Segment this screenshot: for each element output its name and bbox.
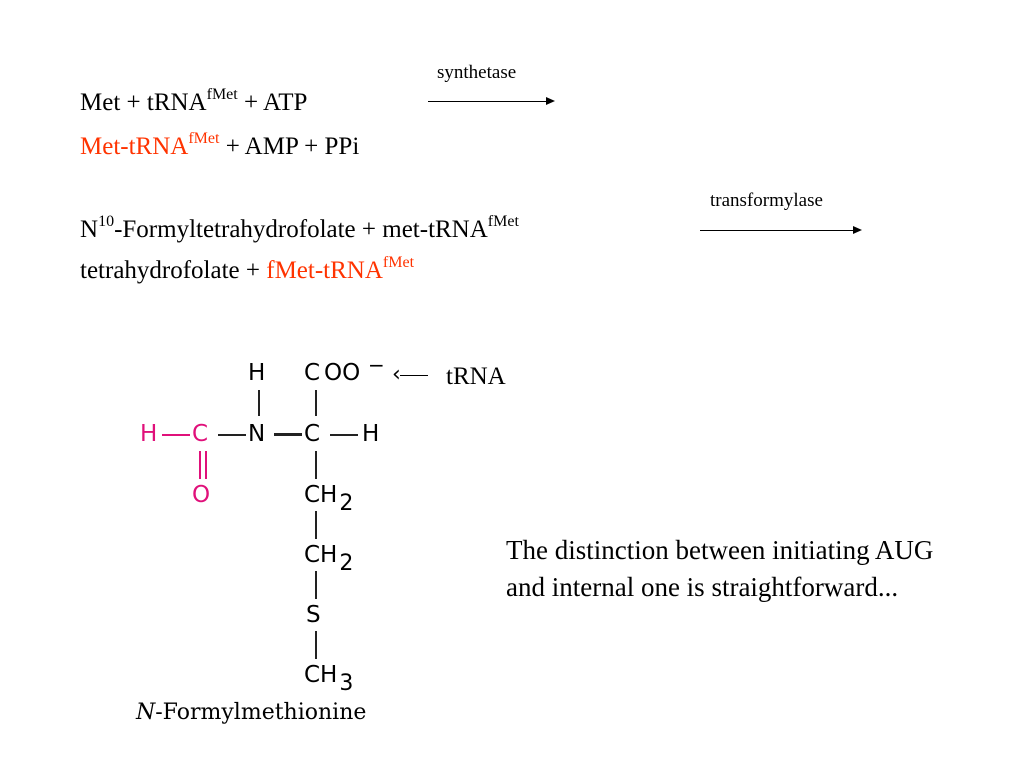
atom-h-alpha: H: [362, 421, 380, 447]
reaction1-reactants: Met + tRNA: [80, 89, 207, 116]
met-trna-product: Met-tRNA: [80, 133, 189, 160]
n10-superscript: 10: [98, 213, 115, 230]
ch3-subscript: 3: [339, 671, 354, 696]
atom-c-alpha: C: [304, 421, 321, 447]
atom-o-formyl: O: [192, 482, 211, 508]
transformylase-arrow-line: [700, 230, 853, 231]
synthetase-arrowhead-icon: [546, 97, 555, 105]
atom-ch3: CH3: [304, 662, 353, 696]
bond-co-double-1: [199, 451, 201, 479]
bond-co-double-2: [205, 451, 207, 479]
reaction2-reactants: -Formyltetrahydrofolate + met-tRNA: [114, 216, 488, 243]
fmet-superscript: fMet: [382, 254, 415, 271]
bond-ch2-s: [315, 571, 317, 599]
transformylase-label: transformylase: [710, 190, 823, 211]
ch2-1-subscript: 2: [339, 491, 354, 516]
trna-arrowhead-icon: ‹: [392, 362, 401, 387]
ch2-1-letters: CH: [304, 482, 338, 508]
trna-label: tRNA: [446, 363, 506, 390]
fmet-superscript: fMet: [487, 213, 519, 230]
n-symbol: N: [80, 216, 99, 243]
reaction2-thf: tetrahydrofolate +: [80, 257, 267, 284]
fmet-superscript: fMet: [206, 86, 238, 103]
synthetase-label: synthetase: [437, 62, 517, 83]
atom-ch2-2: CH2: [304, 542, 353, 576]
atom-ch2-1: CH2: [304, 482, 353, 516]
atom-h-formyl: H: [140, 421, 158, 447]
ch2-2-subscript: 2: [339, 551, 354, 576]
fmet-trna-product: fMet-tRNA: [266, 257, 383, 284]
caption-name: -Formylmethionine: [155, 700, 367, 725]
bond-h-c-formyl: [162, 434, 190, 436]
atom-n: N: [248, 421, 266, 447]
ch3-letters: CH: [304, 662, 338, 688]
reaction2-line2: tetrahydrofolate + fMet-tRNAfMet: [80, 254, 415, 289]
atom-oo: OO: [324, 360, 361, 386]
atom-charge: −: [368, 353, 385, 377]
reaction1-atp: + ATP: [237, 89, 308, 116]
reaction1-line2: Met-tRNAfMet + AMP + PPi: [80, 130, 360, 165]
fmet-superscript: fMet: [188, 130, 220, 147]
bond-s-ch3: [315, 631, 317, 659]
atom-h-top: H: [248, 360, 266, 386]
note-text: The distinction between initiating AUG a…: [506, 535, 934, 602]
transformylase-arrowhead-icon: [853, 226, 862, 234]
ch2-2-letters: CH: [304, 542, 338, 568]
bond-n-calpha: [274, 433, 302, 436]
trna-arrow-line: [400, 375, 428, 376]
bond-calpha-ch2: [315, 451, 317, 479]
bond-c-carboxyl: [315, 390, 317, 416]
reaction2-line1: N10-Formyltetrahydrofolate + met-tRNAfMe…: [80, 213, 519, 248]
bond-calpha-h: [330, 434, 358, 436]
atom-c-formyl: C: [192, 421, 209, 447]
structure-caption: N-Formylmethionine: [136, 700, 366, 725]
atom-c-carboxyl: C: [304, 360, 321, 386]
bond-c-n: [218, 434, 246, 436]
reaction1-byproducts: + AMP + PPi: [219, 133, 360, 160]
synthetase-arrow-line: [428, 101, 546, 102]
bond-ch2-ch2: [315, 511, 317, 539]
reaction1-line1: Met + tRNAfMet + ATP: [80, 86, 308, 121]
bond-n-h: [258, 390, 260, 416]
atom-s: S: [306, 602, 321, 628]
caption-italic-n: N: [136, 700, 156, 725]
